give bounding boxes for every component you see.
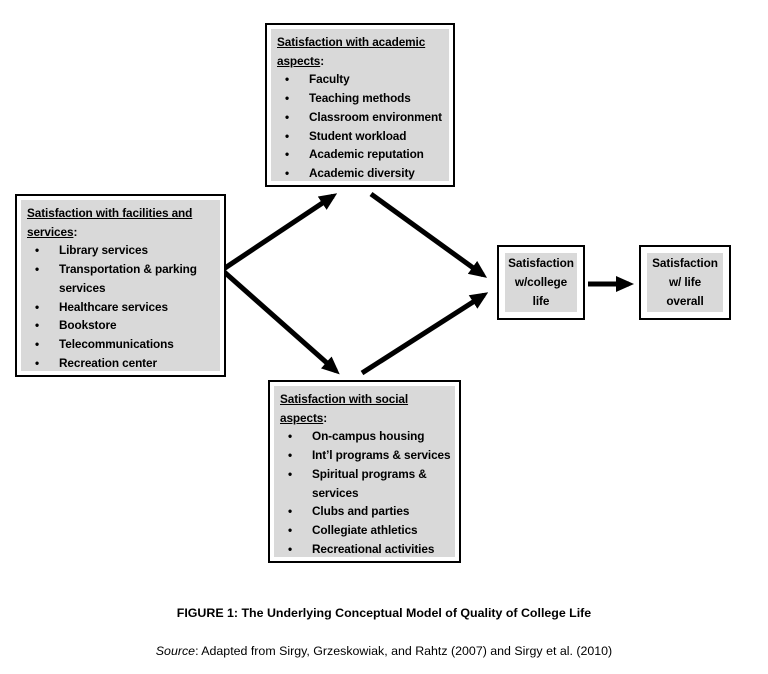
- list-item: • Academic diversity: [277, 164, 445, 183]
- figure-source-text: : Adapted from Sirgy, Grzeskowiak, and R…: [195, 644, 613, 658]
- list-item-label: Teaching methods: [309, 91, 411, 106]
- list-item-label: Collegiate athletics: [312, 522, 418, 537]
- arrow-facilities-to-social: [220, 268, 340, 375]
- list-item: • Recreation center: [27, 354, 216, 373]
- box-facilities-services: Satisfaction with facilities and service…: [15, 194, 226, 377]
- box-social-aspects-title: Satisfaction with social aspects:: [280, 390, 451, 427]
- list-item: • Academic reputation: [277, 145, 445, 164]
- list-item: • Collegiate athletics: [280, 521, 451, 540]
- figure-caption: FIGURE 1: The Underlying Conceptual Mode…: [176, 606, 592, 620]
- list-item-label: Transportation & parking services: [59, 262, 197, 295]
- list-item-label: Academic diversity: [309, 165, 415, 180]
- figure-source-label: Source: [155, 644, 196, 658]
- box-academic-aspects-body: Satisfaction with academic aspects: • Fac…: [271, 29, 449, 181]
- list-item: • Bookstore: [27, 316, 216, 335]
- list-item-label: Spiritual programs & services: [312, 466, 427, 500]
- box-satisfaction-college-life-line: life: [532, 294, 550, 308]
- list-item-label: Clubs and parties: [312, 504, 410, 519]
- box-academic-aspects-title-text: Satisfaction with academic aspects: [277, 35, 426, 68]
- list-item: • On-campus housing: [280, 427, 451, 446]
- box-satisfaction-life-overall-body: Satisfaction w/ life overall: [647, 253, 723, 312]
- bullet-icon: •: [288, 522, 293, 537]
- arrow-facilities-to-academic: [220, 193, 338, 273]
- bullet-icon: •: [285, 147, 290, 162]
- box-satisfaction-life-overall-line: Satisfaction: [652, 256, 718, 270]
- list-item: • Transportation & parking services: [27, 260, 216, 297]
- figure-source: Source: Adapted from Sirgy, Grzeskowiak,…: [0, 644, 768, 658]
- box-satisfaction-life-overall-line: overall: [666, 294, 704, 308]
- box-social-aspects-body: Satisfaction with social aspects: • On-ca…: [274, 386, 455, 557]
- list-item: • Teaching methods: [277, 89, 445, 108]
- box-social-aspects-title-colon: :: [323, 410, 328, 425]
- list-item: • Telecommunications: [27, 335, 216, 354]
- box-academic-aspects-title: Satisfaction with academic aspects:: [277, 33, 445, 70]
- bullet-icon: •: [35, 355, 40, 370]
- list-item: • Spiritual programs & services: [280, 465, 451, 502]
- bullet-icon: •: [288, 429, 293, 444]
- list-item-label: Faculty: [309, 72, 350, 87]
- list-item-label: Bookstore: [59, 318, 117, 333]
- box-satisfaction-college-life-line: Satisfaction: [508, 256, 574, 270]
- bullet-icon: •: [35, 262, 40, 277]
- bullet-icon: •: [288, 541, 293, 556]
- list-item: • Student workload: [277, 127, 445, 146]
- list-item: • Recreational activities: [280, 540, 451, 559]
- bullet-icon: •: [35, 299, 40, 314]
- list-item: • Library services: [27, 241, 216, 260]
- list-item-label: Int’l programs & services: [312, 448, 451, 463]
- list-item-label: Healthcare services: [59, 299, 168, 314]
- box-satisfaction-life-overall: Satisfaction w/ life overall: [639, 245, 731, 320]
- box-satisfaction-college-life: Satisfaction w/college life: [497, 245, 585, 320]
- list-item-label: Student workload: [309, 128, 407, 143]
- box-academic-aspects: Satisfaction with academic aspects: • Fac…: [265, 23, 455, 187]
- box-academic-aspects-title-colon: :: [320, 53, 325, 68]
- box-facilities-services-title: Satisfaction with facilities and service…: [27, 204, 216, 241]
- list-item: • Classroom environment: [277, 108, 445, 127]
- box-facilities-services-title-colon: :: [73, 224, 78, 239]
- bullet-icon: •: [285, 128, 290, 143]
- arrow-academic-to-college-life: [369, 191, 488, 278]
- list-item: • Healthcare services: [27, 298, 216, 317]
- list-item-label: Telecommunications: [59, 336, 174, 351]
- bullet-icon: •: [285, 165, 290, 180]
- arrow-social-to-college-life: [360, 292, 489, 376]
- box-satisfaction-college-life-body: Satisfaction w/college life: [505, 253, 577, 312]
- box-satisfaction-life-overall-line: w/ life: [668, 275, 702, 289]
- bullet-icon: •: [285, 72, 290, 87]
- box-satisfaction-college-life-line: w/college: [514, 275, 568, 289]
- list-item-label: Classroom environment: [309, 109, 442, 124]
- list-item: • Faculty: [277, 70, 445, 89]
- bullet-icon: •: [35, 336, 40, 351]
- bullet-icon: •: [285, 91, 290, 106]
- box-facilities-services-body: Satisfaction with facilities and service…: [21, 200, 220, 371]
- bullet-icon: •: [285, 109, 290, 124]
- list-item-label: On-campus housing: [312, 429, 425, 444]
- bullet-icon: •: [35, 318, 40, 333]
- bullet-icon: •: [288, 466, 293, 481]
- bullet-icon: •: [35, 243, 40, 258]
- bullet-icon: •: [288, 504, 293, 519]
- box-social-aspects: Satisfaction with social aspects: • On-ca…: [268, 380, 461, 563]
- list-item-label: Academic reputation: [309, 147, 424, 162]
- bullet-icon: •: [288, 448, 293, 463]
- list-item-label: Recreation center: [59, 355, 157, 370]
- list-item-label: Library services: [59, 243, 148, 258]
- list-item: • Int’l programs & services: [280, 446, 451, 465]
- list-item-label: Recreational activities: [312, 541, 435, 556]
- list-item: • Clubs and parties: [280, 502, 451, 521]
- box-social-aspects-title-text: Satisfaction with social aspects: [280, 392, 409, 425]
- box-facilities-services-title-text: Satisfaction with facilities and service…: [27, 206, 193, 239]
